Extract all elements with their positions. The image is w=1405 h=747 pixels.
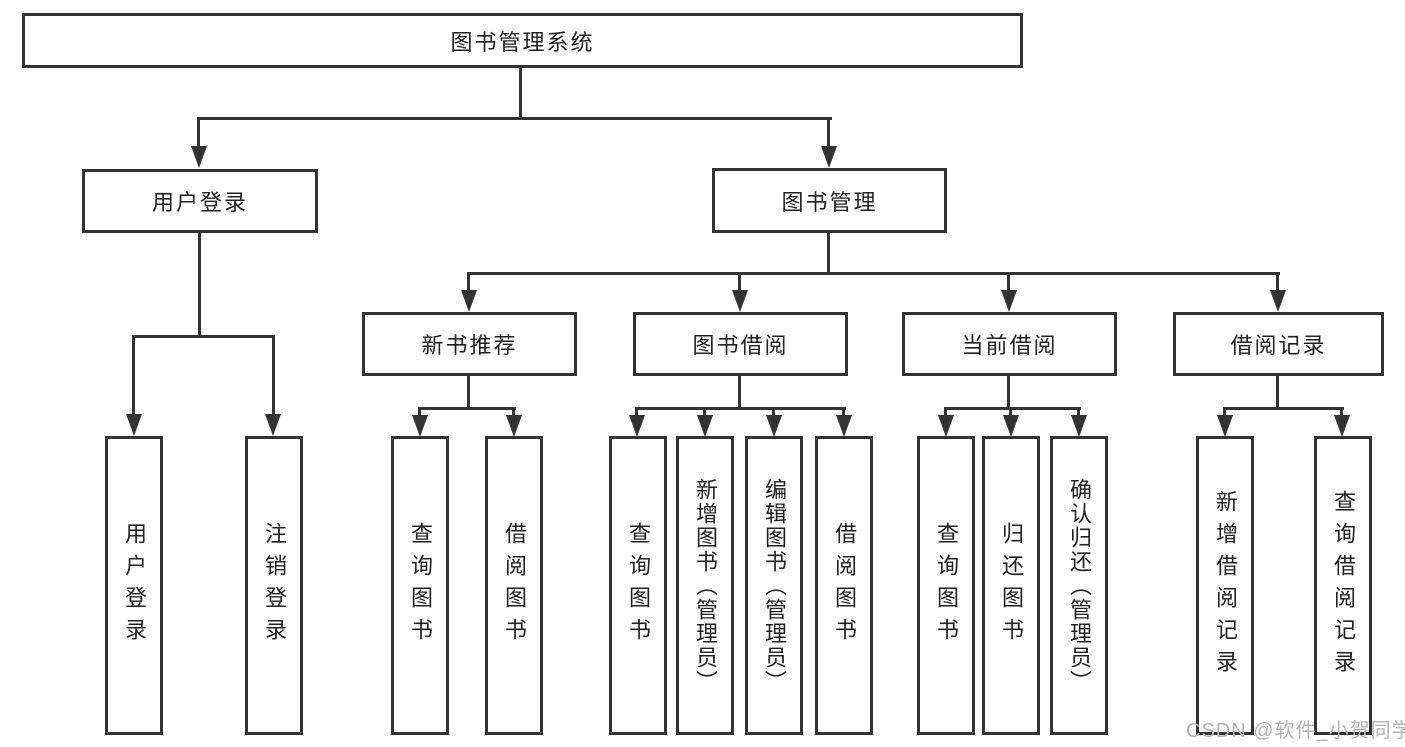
arrow-down-icon (629, 415, 645, 437)
arrow-down-icon (191, 146, 207, 168)
edge-line (467, 272, 470, 292)
arrow-down-icon (506, 415, 522, 437)
arrow-down-icon (1001, 290, 1017, 312)
node-label: 用户登录 (151, 190, 248, 215)
node-user-login: 用户登录 (82, 169, 318, 233)
arrow-down-icon (461, 290, 477, 312)
arrow-down-icon (938, 415, 954, 437)
leaf-logout: 注销登录 (245, 436, 303, 735)
edge-line (198, 233, 201, 336)
csdn-watermark: CSDN @软件_小贺同学 (1186, 720, 1405, 742)
edge-line (1276, 376, 1279, 409)
node-library-system: 图书管理系统 (22, 13, 1023, 68)
arrow-down-icon (126, 414, 142, 436)
leaf-label: 用户登录 (122, 521, 147, 650)
leaf-label: 注销登录 (262, 521, 287, 650)
edge-line (1007, 376, 1010, 409)
edge-line (1223, 407, 1226, 417)
arrow-down-icon (265, 414, 281, 436)
leaf-edit-book-admin: 编辑图书（管理员） (745, 436, 803, 735)
arrow-down-icon (1334, 415, 1350, 437)
node-borrow-records: 借阅记录 (1173, 312, 1384, 376)
edge-line (1276, 272, 1279, 292)
leaf-query-books-borrow: 查询图书 (609, 436, 667, 735)
leaf-label: 确认归还（管理员） (1067, 477, 1092, 694)
leaf-borrow-books-borrow: 借阅图书 (815, 436, 873, 735)
leaf-return-book: 归还图书 (982, 436, 1040, 735)
node-book-management: 图书管理 (712, 168, 947, 233)
node-book-borrow: 图书借阅 (633, 312, 848, 376)
edge-line (1007, 272, 1010, 292)
node-label: 新书推荐 (421, 333, 518, 358)
edge-line (197, 117, 200, 149)
node-new-book-recommend: 新书推荐 (362, 312, 577, 376)
edge-line (703, 407, 706, 417)
edge-line (842, 407, 845, 417)
node-label: 图书管理系统 (450, 29, 595, 55)
edge-line (132, 335, 135, 417)
leaf-label: 借阅图书 (832, 521, 857, 650)
leaf-query-borrow-record: 查询借阅记录 (1314, 436, 1372, 735)
leaf-label: 查询图书 (408, 521, 433, 650)
leaf-label: 新增图书（管理员） (693, 477, 718, 694)
edge-line (738, 376, 741, 409)
arrow-down-icon (766, 415, 782, 437)
edge-line (467, 376, 470, 409)
leaf-label: 查询图书 (626, 521, 651, 650)
arrow-down-icon (697, 415, 713, 437)
leaf-label: 归还图书 (999, 521, 1024, 650)
edge-line (944, 407, 947, 417)
leaf-query-books-current: 查询图书 (917, 436, 975, 735)
node-label: 图书借阅 (692, 333, 789, 358)
edge-line (198, 117, 832, 120)
edge-line (635, 407, 638, 417)
arrow-down-icon (1003, 415, 1019, 437)
edge-line (132, 335, 275, 338)
edge-line (418, 407, 516, 410)
leaf-label: 借阅图书 (502, 521, 527, 650)
node-label: 图书管理 (781, 189, 878, 215)
edge-line (827, 117, 830, 149)
leaf-user-login: 用户登录 (105, 436, 163, 735)
edge-line (772, 407, 775, 417)
leaf-label: 查询借阅记录 (1331, 489, 1356, 682)
edge-line (272, 335, 275, 417)
edge-line (1223, 407, 1344, 410)
edge-line (827, 233, 830, 274)
edge-line (944, 407, 1081, 410)
node-label: 借阅记录 (1230, 333, 1327, 358)
arrow-down-icon (412, 415, 428, 437)
arrow-down-icon (821, 146, 837, 168)
leaf-label: 查询图书 (934, 521, 959, 650)
edge-line (519, 68, 522, 120)
leaf-add-borrow-record: 新增借阅记录 (1196, 436, 1254, 735)
arrow-down-icon (1071, 415, 1087, 437)
arrow-down-icon (1270, 290, 1286, 312)
edge-line (1340, 407, 1343, 417)
arrow-down-icon (836, 415, 852, 437)
arrow-down-icon (732, 290, 748, 312)
edge-line (467, 272, 1280, 275)
leaf-borrow-books-recommend: 借阅图书 (485, 436, 543, 735)
leaf-label: 编辑图书（管理员） (762, 477, 787, 694)
edge-line (1077, 407, 1080, 417)
leaf-add-book-admin: 新增图书（管理员） (676, 436, 734, 735)
edge-line (418, 407, 421, 417)
leaf-confirm-return-admin: 确认归还（管理员） (1050, 436, 1108, 735)
node-current-borrow: 当前借阅 (902, 312, 1117, 376)
edge-line (738, 272, 741, 292)
arrow-down-icon (1217, 415, 1233, 437)
leaf-label: 新增借阅记录 (1213, 489, 1238, 682)
edge-line (635, 407, 846, 410)
edge-line (1009, 407, 1012, 417)
leaf-query-books-recommend: 查询图书 (391, 436, 449, 735)
edge-line (512, 407, 515, 417)
node-label: 当前借阅 (961, 333, 1058, 358)
